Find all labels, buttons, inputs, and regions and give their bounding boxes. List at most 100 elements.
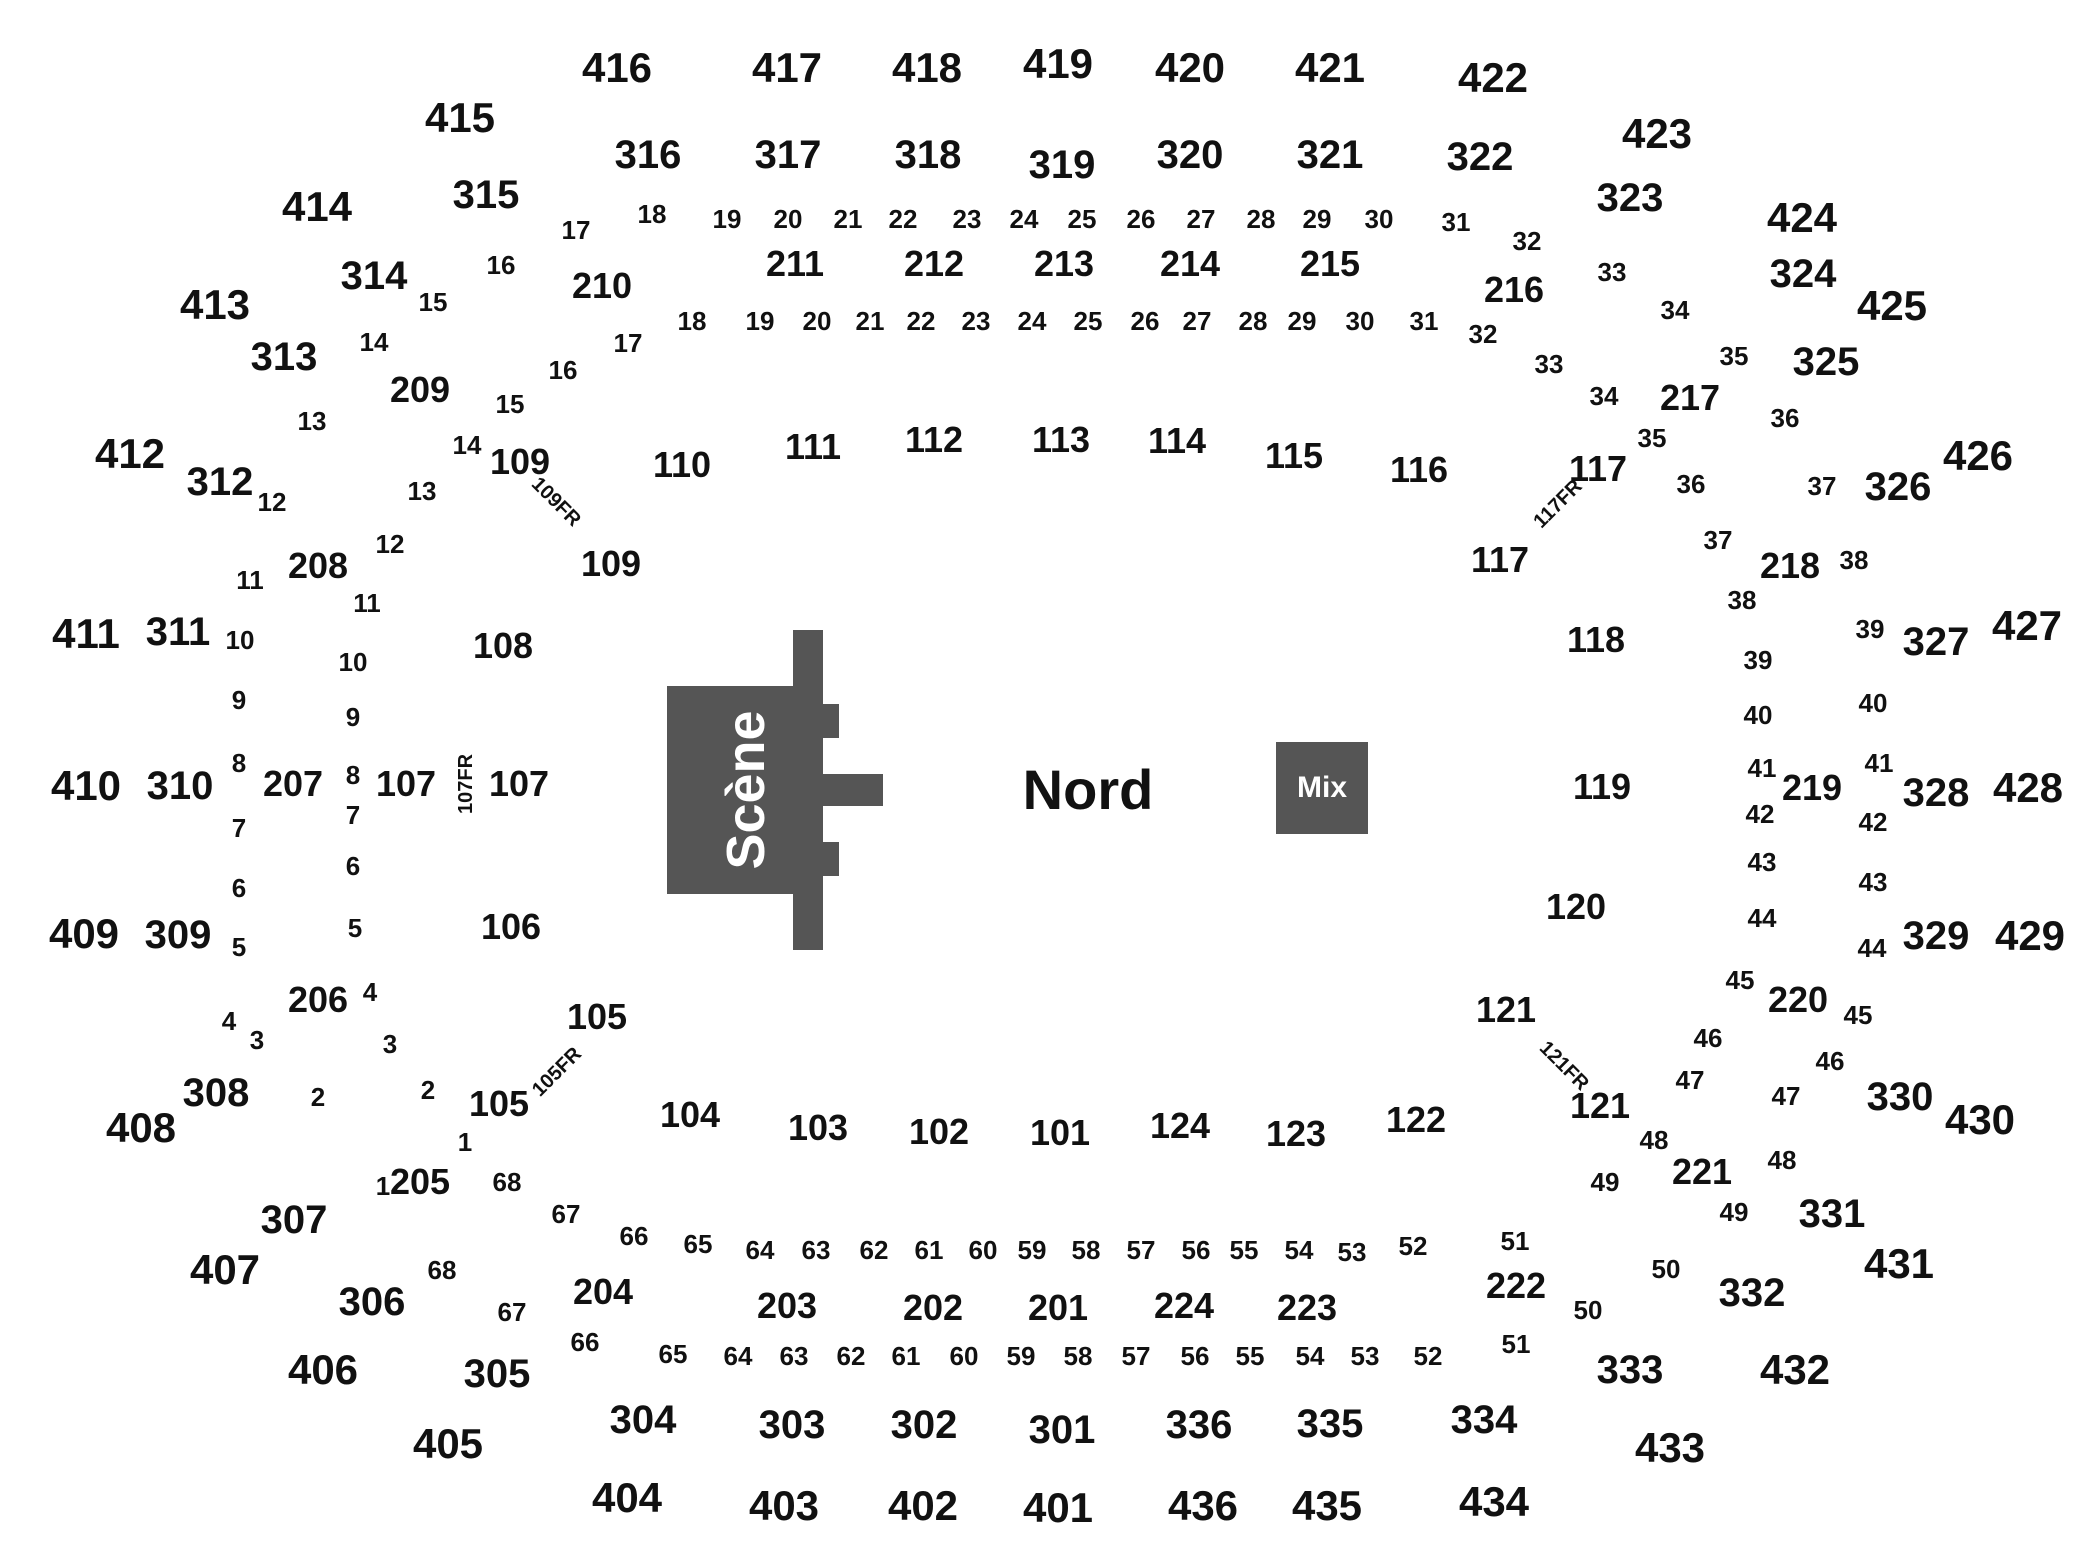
section-324[interactable]: 324 — [1769, 252, 1837, 296]
section-301[interactable]: 301 — [1028, 1408, 1096, 1452]
section-111[interactable]: 111 — [784, 426, 842, 467]
section-218[interactable]: 218 — [1759, 545, 1821, 586]
section-224[interactable]: 224 — [1153, 1285, 1215, 1326]
section-102[interactable]: 102 — [908, 1111, 970, 1152]
section-109[interactable]: 109 — [489, 441, 551, 482]
section-124[interactable]: 124 — [1149, 1105, 1211, 1146]
section-423[interactable]: 423 — [1621, 110, 1693, 157]
section-222[interactable]: 222 — [1485, 1265, 1547, 1306]
section-317[interactable]: 317 — [754, 133, 822, 177]
section-313[interactable]: 313 — [250, 335, 318, 379]
section-322[interactable]: 322 — [1446, 135, 1514, 179]
section-110[interactable]: 110 — [652, 444, 712, 485]
section-310[interactable]: 310 — [146, 764, 214, 808]
section-302[interactable]: 302 — [890, 1403, 958, 1447]
section-311[interactable]: 311 — [145, 610, 211, 654]
section-121[interactable]: 121 — [1569, 1085, 1631, 1126]
section-219[interactable]: 219 — [1781, 767, 1843, 808]
section-212[interactable]: 212 — [903, 243, 965, 284]
section-105[interactable]: 105 — [566, 996, 628, 1037]
section-403[interactable]: 403 — [748, 1482, 820, 1529]
section-208[interactable]: 208 — [287, 545, 349, 586]
section-417[interactable]: 417 — [751, 44, 823, 91]
section-105[interactable]: 105 — [468, 1083, 530, 1124]
section-336[interactable]: 336 — [1165, 1403, 1233, 1447]
section-406[interactable]: 406 — [287, 1346, 359, 1393]
section-319[interactable]: 319 — [1028, 143, 1096, 187]
section-215[interactable]: 215 — [1299, 243, 1361, 284]
section-307[interactable]: 307 — [260, 1198, 328, 1242]
section-323[interactable]: 323 — [1596, 176, 1664, 220]
section-418[interactable]: 418 — [891, 44, 963, 91]
section-425[interactable]: 425 — [1856, 282, 1928, 329]
section-113[interactable]: 113 — [1031, 419, 1091, 460]
section-332[interactable]: 332 — [1718, 1271, 1786, 1315]
section-321[interactable]: 321 — [1296, 133, 1364, 177]
section-331[interactable]: 331 — [1798, 1192, 1866, 1236]
section-335[interactable]: 335 — [1296, 1402, 1364, 1446]
section-201[interactable]: 201 — [1027, 1287, 1089, 1328]
section-401[interactable]: 401 — [1022, 1484, 1094, 1531]
section-115[interactable]: 115 — [1264, 435, 1324, 476]
section-213[interactable]: 213 — [1033, 243, 1095, 284]
section-304[interactable]: 304 — [609, 1398, 677, 1442]
section-314[interactable]: 314 — [340, 254, 408, 298]
section-320[interactable]: 320 — [1156, 133, 1224, 177]
section-312[interactable]: 312 — [186, 460, 254, 504]
section-123[interactable]: 123 — [1265, 1113, 1327, 1154]
section-435[interactable]: 435 — [1291, 1482, 1363, 1529]
section-223[interactable]: 223 — [1276, 1287, 1338, 1328]
section-209[interactable]: 209 — [389, 369, 451, 410]
section-202[interactable]: 202 — [902, 1287, 964, 1328]
section-305[interactable]: 305 — [463, 1352, 531, 1396]
section-106[interactable]: 106 — [480, 906, 542, 947]
section-433[interactable]: 433 — [1634, 1424, 1706, 1471]
section-410[interactable]: 410 — [50, 762, 122, 809]
section-402[interactable]: 402 — [887, 1482, 959, 1529]
section-108[interactable]: 108 — [472, 625, 534, 666]
section-306[interactable]: 306 — [338, 1280, 406, 1324]
section-114[interactable]: 114 — [1147, 420, 1207, 461]
section-404[interactable]: 404 — [591, 1474, 663, 1521]
section-334[interactable]: 334 — [1450, 1398, 1518, 1442]
section-104[interactable]: 104 — [659, 1094, 721, 1135]
section-408[interactable]: 408 — [105, 1104, 177, 1151]
section-414[interactable]: 414 — [281, 183, 353, 230]
section-436[interactable]: 436 — [1167, 1482, 1239, 1529]
section-120[interactable]: 120 — [1545, 886, 1607, 927]
section-116[interactable]: 116 — [1389, 449, 1449, 490]
section-333[interactable]: 333 — [1596, 1348, 1664, 1392]
section-211[interactable]: 211 — [765, 243, 825, 284]
section-309[interactable]: 309 — [144, 913, 212, 957]
section-112[interactable]: 112 — [904, 419, 964, 460]
section-431[interactable]: 431 — [1863, 1240, 1935, 1287]
section-203[interactable]: 203 — [756, 1285, 818, 1326]
section-220[interactable]: 220 — [1767, 979, 1829, 1020]
section-407[interactable]: 407 — [189, 1246, 261, 1293]
section-416[interactable]: 416 — [581, 44, 653, 91]
section-217[interactable]: 217 — [1659, 377, 1721, 418]
section-427[interactable]: 427 — [1991, 602, 2063, 649]
section-420[interactable]: 420 — [1154, 44, 1226, 91]
section-412[interactable]: 412 — [94, 430, 166, 477]
section-121[interactable]: 121 — [1475, 989, 1537, 1030]
section-117[interactable]: 117 — [1568, 448, 1628, 489]
section-415[interactable]: 415 — [424, 94, 496, 141]
section-428[interactable]: 428 — [1992, 764, 2064, 811]
section-207[interactable]: 207 — [262, 763, 324, 804]
section-330[interactable]: 330 — [1866, 1075, 1934, 1119]
section-316[interactable]: 316 — [614, 133, 682, 177]
section-325[interactable]: 325 — [1792, 340, 1860, 384]
section-206[interactable]: 206 — [287, 979, 349, 1020]
section-413[interactable]: 413 — [179, 281, 251, 328]
section-426[interactable]: 426 — [1942, 432, 2014, 479]
section-328[interactable]: 328 — [1902, 771, 1970, 815]
section-216[interactable]: 216 — [1483, 269, 1545, 310]
section-329[interactable]: 329 — [1902, 914, 1970, 958]
section-303[interactable]: 303 — [758, 1403, 826, 1447]
section-318[interactable]: 318 — [894, 133, 962, 177]
section-107[interactable]: 107 — [375, 763, 437, 804]
section-409[interactable]: 409 — [48, 910, 120, 957]
section-119[interactable]: 119 — [1572, 766, 1632, 807]
section-434[interactable]: 434 — [1458, 1478, 1530, 1525]
